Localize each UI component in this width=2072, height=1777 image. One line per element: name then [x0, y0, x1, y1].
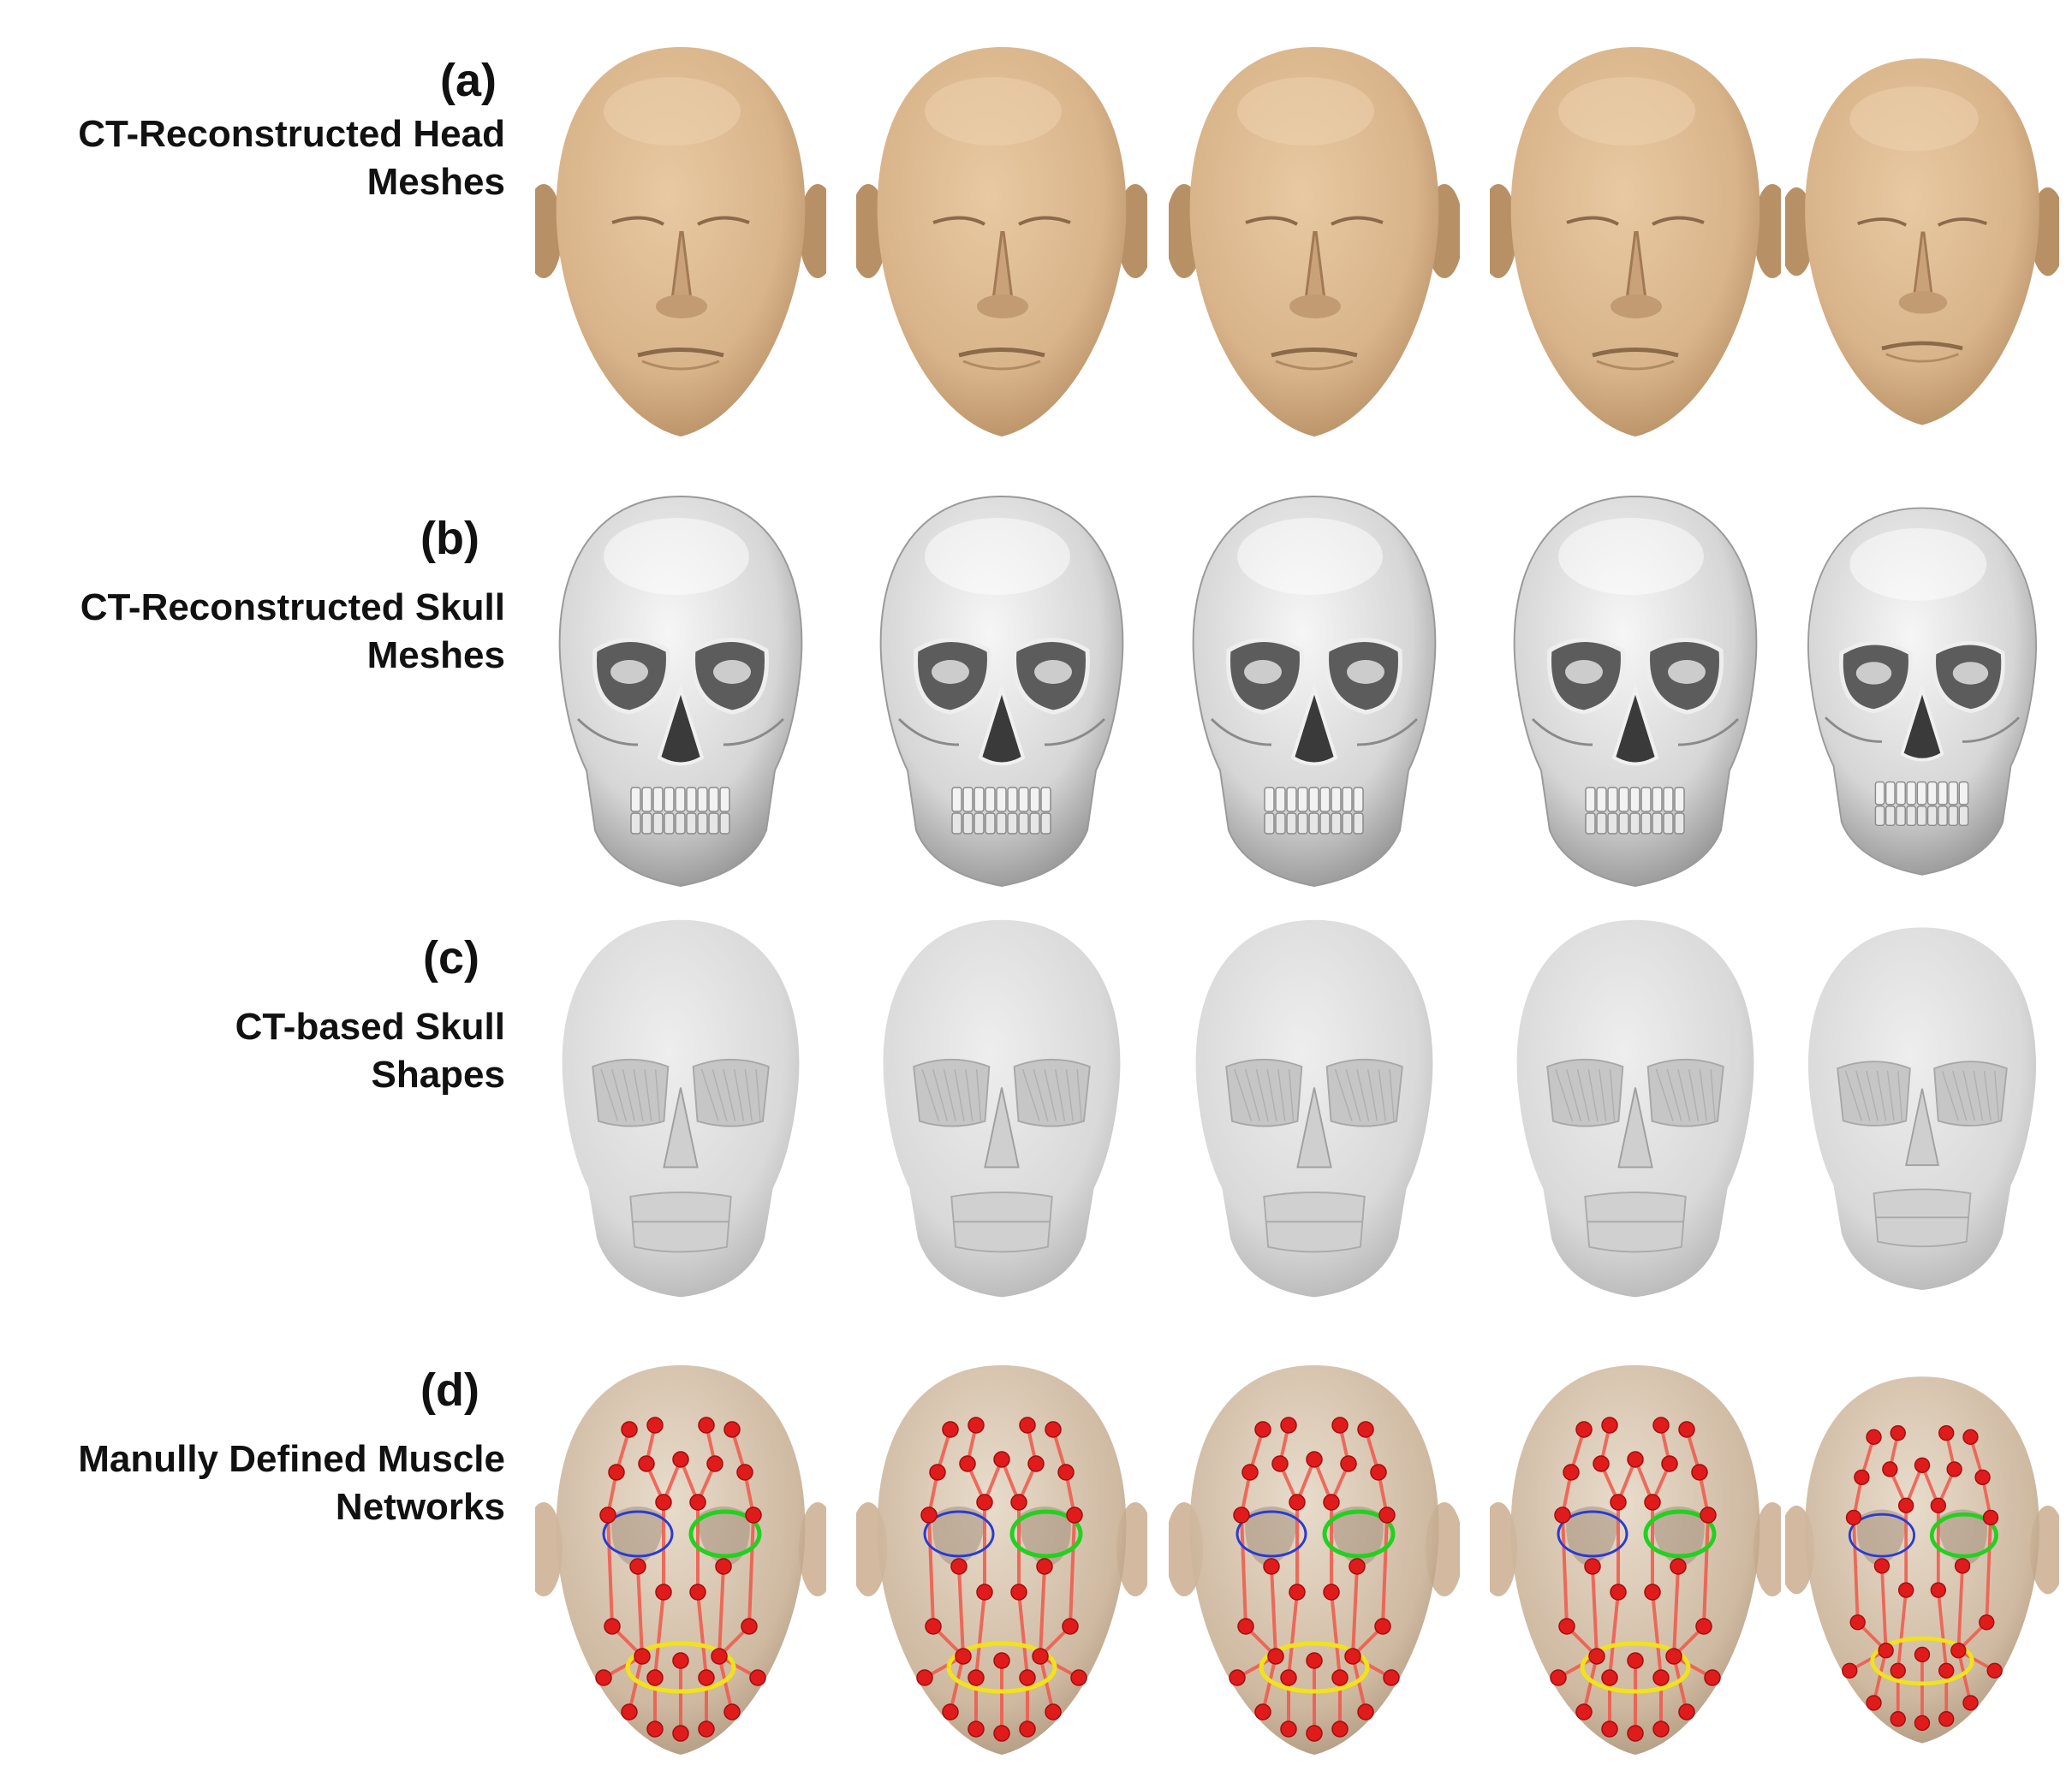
row-a-label: (a) CT-Reconstructed Head Meshes [0, 51, 505, 207]
skull-mesh [558, 495, 803, 888]
row-a-image-3 [1169, 26, 1460, 454]
muscle-network [1785, 1376, 2059, 1744]
muscle-network [1169, 1365, 1460, 1755]
row-d-muscle-networks: (d) Manully Defined Muscle Networks [0, 1344, 2072, 1772]
row-c-image-5 [1785, 912, 2059, 1314]
row-d-tag: (d) [420, 1364, 479, 1416]
row-b-image-3 [1169, 484, 1460, 903]
row-b-image-4 [1490, 484, 1781, 903]
skull-shape [1195, 919, 1433, 1298]
head-mesh [1490, 47, 1781, 437]
row-a-image-2 [856, 26, 1147, 454]
row-d-image-1 [535, 1344, 826, 1772]
row-c-image-1 [535, 912, 826, 1314]
row-c-title-line-2: Shapes [371, 1054, 505, 1097]
row-a-head-meshes: (a) CT-Reconstructed Head Meshes [0, 26, 2072, 454]
row-b-title-line-1: CT-Reconstructed Skull [80, 586, 505, 629]
row-c-label: (c) CT-based Skull Shapes [0, 929, 505, 1100]
head-mesh [535, 47, 826, 437]
row-d-title-line-2: Networks [335, 1486, 505, 1529]
row-b-skull-meshes: (b) CT-Reconstructed Skull Meshes [0, 484, 2072, 903]
row-c-image-2 [856, 912, 1147, 1314]
row-c-image-3 [1169, 912, 1460, 1314]
row-a-tag: (a) [440, 55, 497, 106]
skull-mesh [1192, 495, 1437, 888]
head-mesh [1785, 58, 2059, 425]
head-mesh [856, 47, 1147, 437]
head-mesh [1169, 47, 1460, 437]
row-d-image-5 [1785, 1344, 2059, 1772]
row-a-image-1 [535, 26, 826, 454]
row-c-tag: (c) [423, 932, 479, 984]
muscle-network [1490, 1365, 1781, 1755]
row-b-tag: (b) [420, 513, 479, 564]
row-d-title-line-1: Manully Defined Muscle [78, 1438, 505, 1481]
row-d-image-4 [1490, 1344, 1781, 1772]
skull-mesh [1513, 495, 1758, 888]
skull-shape [1807, 927, 2037, 1291]
row-b-image-1 [535, 484, 826, 903]
row-b-image-5 [1785, 484, 2059, 903]
skull-shape [1516, 919, 1754, 1298]
row-d-image-2 [856, 1344, 1147, 1772]
row-a-title-line-1: CT-Reconstructed Head [78, 113, 505, 156]
row-a-image-4 [1490, 26, 1781, 454]
row-c-title-line-1: CT-based Skull [235, 1006, 505, 1049]
row-c-skull-shapes: (c) CT-based Skull Shapes [0, 912, 2072, 1314]
row-a-title-line-2: Meshes [366, 161, 505, 204]
row-b-image-2 [856, 484, 1147, 903]
skull-mesh [1807, 507, 2037, 876]
skull-mesh [879, 495, 1124, 888]
muscle-network [856, 1365, 1147, 1755]
skull-shape [883, 919, 1121, 1298]
muscle-network [535, 1365, 826, 1755]
row-b-label: (b) CT-Reconstructed Skull Meshes [0, 509, 505, 680]
skull-shape [562, 919, 800, 1298]
row-a-image-5 [1785, 26, 2059, 454]
row-b-title-line-2: Meshes [366, 634, 505, 677]
row-d-label: (d) Manully Defined Muscle Networks [0, 1361, 505, 1532]
row-d-image-3 [1169, 1344, 1460, 1772]
row-c-image-4 [1490, 912, 1781, 1314]
